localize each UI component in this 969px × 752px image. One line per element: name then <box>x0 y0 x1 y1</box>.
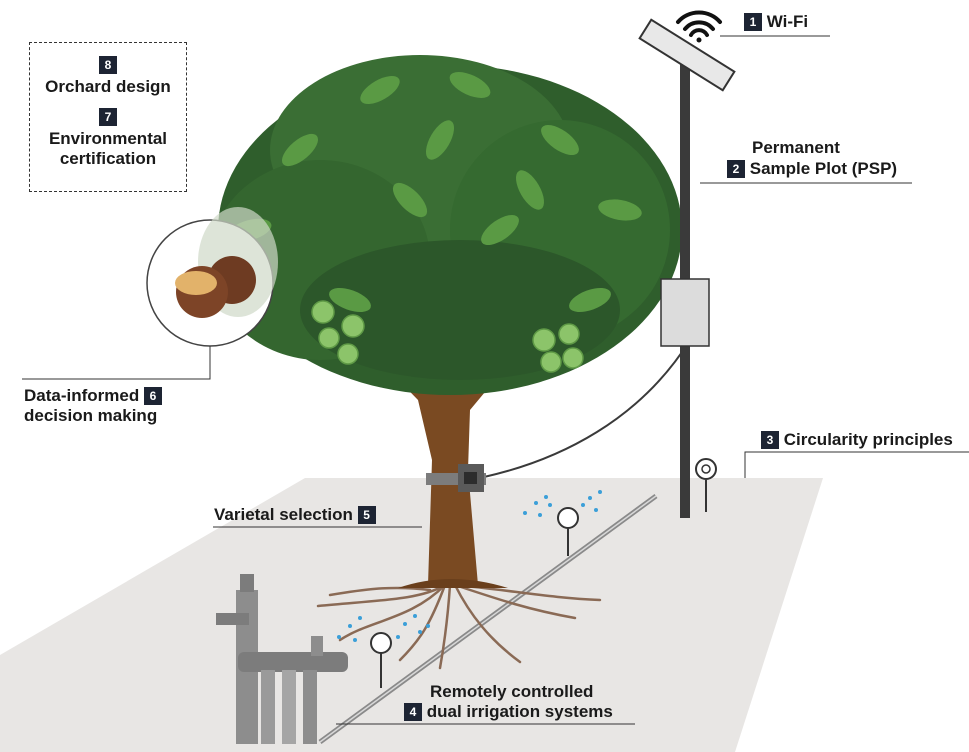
sprinkler-icon <box>370 507 579 688</box>
label-certification-line1: Environmental <box>48 129 168 148</box>
label-irrigation-line2: dual irrigation systems <box>426 702 613 721</box>
badge-1: 1 <box>744 13 762 31</box>
pump-station-icon <box>216 574 348 744</box>
solar-panel-icon <box>638 18 736 92</box>
governance-box: 8 Orchard design 7 Environmental certifi… <box>29 42 187 192</box>
badge-8: 8 <box>99 56 117 74</box>
label-circularity: 3 Circularity principles <box>761 430 953 450</box>
macadamia-nut-icon <box>146 207 278 347</box>
ground-plane <box>0 478 823 752</box>
leader-lines <box>22 35 969 725</box>
label-certification-line2: certification <box>59 149 157 168</box>
label-varietal: Varietal selection 5 <box>214 505 376 525</box>
trunk-sensor-icon <box>426 464 486 492</box>
sensor-box-icon <box>660 278 710 347</box>
label-wifi-text: Wi-Fi <box>766 12 809 31</box>
tree-canopy <box>210 55 682 395</box>
label-wifi: 1 Wi-Fi <box>744 12 808 32</box>
label-psp-line2: Sample Plot (PSP) <box>749 159 898 178</box>
badge-4: 4 <box>404 703 422 721</box>
label-orchard-text: Orchard design <box>45 77 171 96</box>
label-data: Data-informed 6 <box>24 386 162 406</box>
label-circularity-text: Circularity principles <box>783 430 953 449</box>
gauge-icon <box>695 458 717 512</box>
badge-7: 7 <box>99 108 117 126</box>
badge-2: 2 <box>727 160 745 178</box>
label-varietal-text: Varietal selection <box>214 505 353 524</box>
monitoring-pole <box>638 18 736 518</box>
badge-6: 6 <box>143 387 162 405</box>
label-irrigation-line1: Remotely controlled <box>430 682 594 701</box>
label-psp-line1: Permanent <box>752 138 840 157</box>
label-psp: 2 Sample Plot (PSP) <box>727 159 897 179</box>
label-irrigation: 4 dual irrigation systems <box>404 702 613 722</box>
badge-5: 5 <box>357 506 376 524</box>
wifi-icon <box>676 10 722 43</box>
badge-3: 3 <box>761 431 779 449</box>
label-data-line1: Data-informed <box>24 386 140 405</box>
water-spray <box>337 490 602 642</box>
label-data-line2: decision making <box>24 406 158 425</box>
